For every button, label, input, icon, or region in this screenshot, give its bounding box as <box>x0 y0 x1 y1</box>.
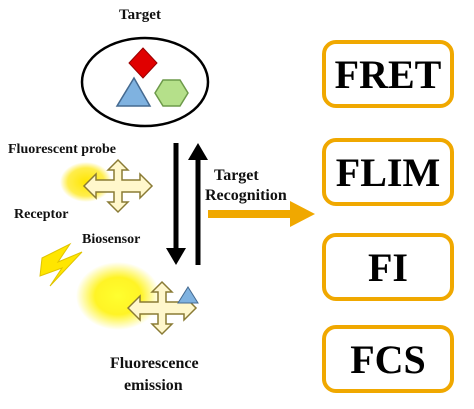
green-hexagon-icon <box>154 79 189 107</box>
method-box-fi: FI <box>322 233 454 301</box>
fluorescent-probe-label: Fluorescent probe <box>8 142 116 157</box>
equilibrium-arrows <box>166 143 208 265</box>
method-box-fret: FRET <box>322 40 454 108</box>
emission-glow <box>76 262 160 330</box>
blue-triangle-icon <box>115 76 152 107</box>
biosensor-label: Biosensor <box>82 232 141 247</box>
receptor-label: Receptor <box>14 207 69 222</box>
fluorescence-label-1: Fluorescence <box>110 355 199 372</box>
method-box-flim: FLIM <box>322 138 454 206</box>
target-recognition-label-1: Target <box>214 167 259 184</box>
biosensor-receptor-lower <box>126 280 199 336</box>
target-recognition-label-2: Recognition <box>205 187 287 204</box>
fluorescence-label-2: emission <box>124 377 183 394</box>
method-box-fcs: FCS <box>322 325 454 393</box>
lightning-icon <box>39 242 83 287</box>
bound-triangle-icon <box>177 286 199 304</box>
red-diamond-icon <box>128 47 158 79</box>
recognition-arrow <box>208 201 315 227</box>
biosensor-receptor-upper <box>60 158 154 214</box>
target-label: Target <box>119 7 161 23</box>
